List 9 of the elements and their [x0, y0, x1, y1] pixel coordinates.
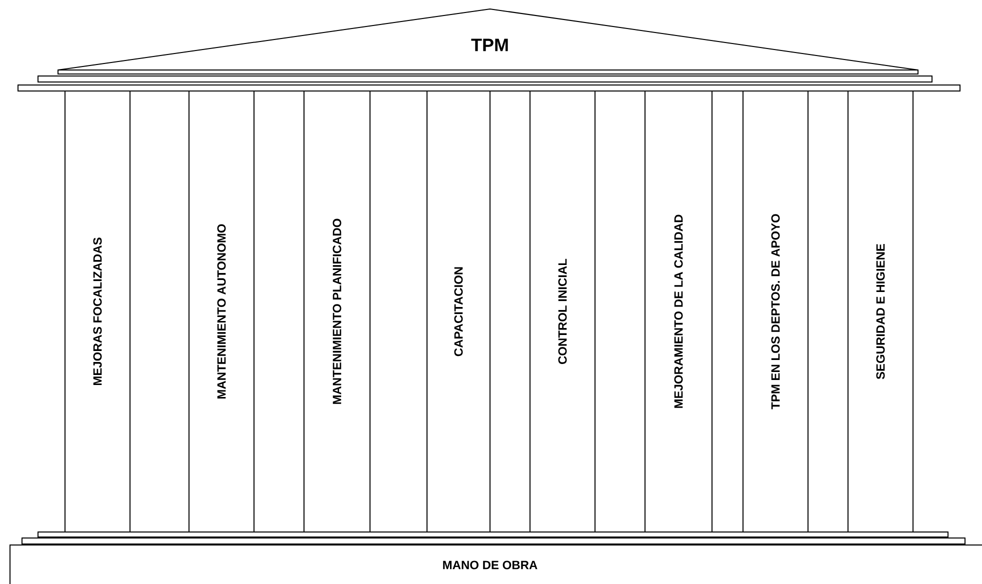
pillar: MANTENIMIENTO PLANIFICADO — [304, 90, 370, 532]
pillar: CONTROL INICIAL — [530, 90, 596, 532]
pillar: CAPACITACION — [426, 90, 490, 532]
pillar: MANTENIMIENTO AUTONOMO — [188, 90, 254, 532]
foundation-block: MANO DE OBRA — [10, 544, 982, 584]
pillar: MEJORAMIENTO DE LA CALIDAD — [644, 90, 712, 532]
pillar: MEJORAS FOCALIZADAS — [64, 90, 130, 532]
pillar: SEGURIDAD E HIGIENE — [848, 90, 914, 532]
pillar: TPM EN LOS DEPTOS. DE APOYO — [742, 90, 808, 532]
